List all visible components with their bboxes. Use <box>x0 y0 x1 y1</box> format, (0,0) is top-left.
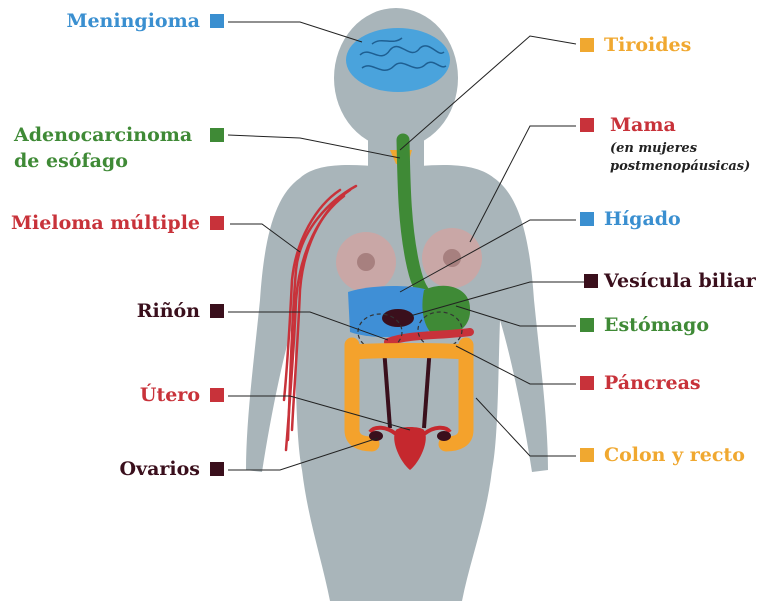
label-mama-note-line1: (en mujeres <box>610 140 697 157</box>
vesicula-marker <box>584 274 598 288</box>
label-adenocarcinoma-line1: Adenocarcinoma <box>14 124 192 146</box>
mama-marker <box>580 118 594 132</box>
mieloma-marker <box>210 216 224 230</box>
label-vesicula: Vesícula biliar <box>604 270 756 292</box>
meningioma-marker <box>210 14 224 28</box>
higado-marker <box>580 212 594 226</box>
label-pancreas: Páncreas <box>604 372 701 394</box>
adenocarcinoma-marker <box>210 128 224 142</box>
tiroides-marker <box>580 38 594 52</box>
label-colon: Colon y recto <box>604 444 745 466</box>
label-mama: Mama <box>610 114 676 136</box>
label-estomago: Estómago <box>604 314 709 336</box>
ovary-right-organ <box>437 431 451 441</box>
ovary-left-organ <box>369 431 383 441</box>
utero-marker <box>210 388 224 402</box>
label-rinon: Riñón <box>137 300 200 322</box>
label-meningioma: Meningioma <box>66 10 200 32</box>
estomago-marker <box>580 318 594 332</box>
ovarios-marker <box>210 462 224 476</box>
pancreas-marker <box>580 376 594 390</box>
label-mama-note-line2: postmenopáusicas) <box>610 158 750 175</box>
label-tiroides: Tiroides <box>604 34 691 56</box>
label-ovarios: Ovarios <box>120 458 201 480</box>
label-adenocarcinoma-line2: de esófago <box>14 150 128 172</box>
gallbladder-organ <box>382 309 414 327</box>
brain-organ <box>346 28 450 92</box>
rinon-marker <box>210 304 224 318</box>
label-higado: Hígado <box>604 208 681 230</box>
label-utero: Útero <box>140 384 200 406</box>
colon-marker <box>580 448 594 462</box>
label-mieloma: Mieloma múltiple <box>11 212 200 234</box>
